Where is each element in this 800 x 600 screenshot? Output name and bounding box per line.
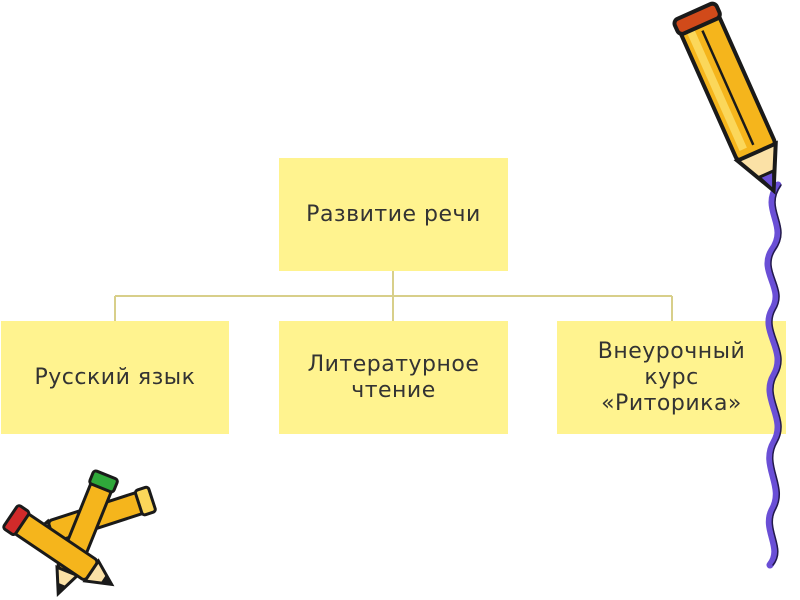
pencil-icon <box>673 2 795 200</box>
crossed-pencils-icon <box>3 470 156 598</box>
